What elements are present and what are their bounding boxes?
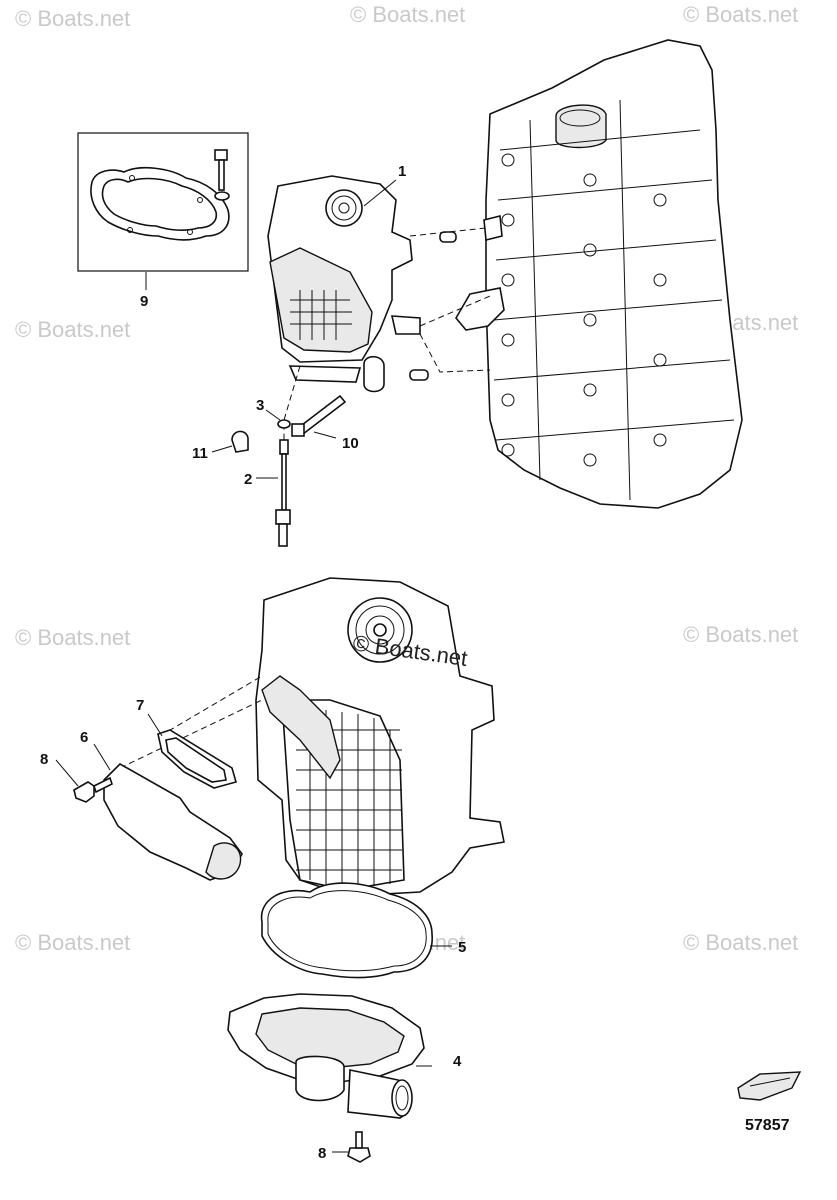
callout-9: 9 — [140, 293, 148, 310]
watermark-10: © Boats.net — [683, 930, 798, 955]
callout-8-lower: 8 — [318, 1145, 326, 1162]
callout-8-upper: 8 — [40, 751, 48, 768]
assembly-lines-lower — [119, 675, 263, 769]
supercharger-lower: © Boats.net — [255, 577, 505, 897]
callout-4: 4 — [453, 1053, 462, 1070]
watermark-2: © Boats.net — [350, 2, 465, 27]
callout-6: 6 — [80, 729, 88, 746]
callouts: 1 2 3 4 5 6 7 8 8 9 10 11 — [40, 163, 466, 1162]
lower-housing — [227, 993, 425, 1119]
watermark-8: © Boats.net — [15, 930, 130, 955]
outboard-reference-icon — [737, 1071, 802, 1101]
watermark-3: © Boats.net — [683, 2, 798, 27]
small-parts — [231, 394, 347, 547]
figure-number: 57857 — [745, 1117, 790, 1134]
engine-block — [409, 39, 743, 509]
watermark-4: © Boats.net — [15, 317, 130, 342]
bottom-bolt — [347, 1131, 371, 1163]
duct-parts — [73, 729, 243, 881]
watermark-7: © Boats.net — [683, 622, 798, 647]
gasket-kit-box — [77, 132, 249, 272]
callout-10: 10 — [342, 435, 359, 452]
callout-7: 7 — [136, 697, 144, 714]
callout-11: 11 — [192, 445, 208, 462]
callout-1: 1 — [398, 163, 406, 180]
callout-5: 5 — [458, 939, 466, 956]
watermark-6: © Boats.net — [15, 625, 130, 650]
callout-3: 3 — [256, 397, 264, 414]
o-ring — [260, 882, 433, 979]
assembly-lines-upper — [283, 227, 491, 440]
watermark-1: © Boats.net — [15, 6, 130, 31]
supercharger-upper — [267, 175, 421, 393]
leader-lines — [55, 179, 452, 1153]
callout-2: 2 — [244, 471, 252, 488]
